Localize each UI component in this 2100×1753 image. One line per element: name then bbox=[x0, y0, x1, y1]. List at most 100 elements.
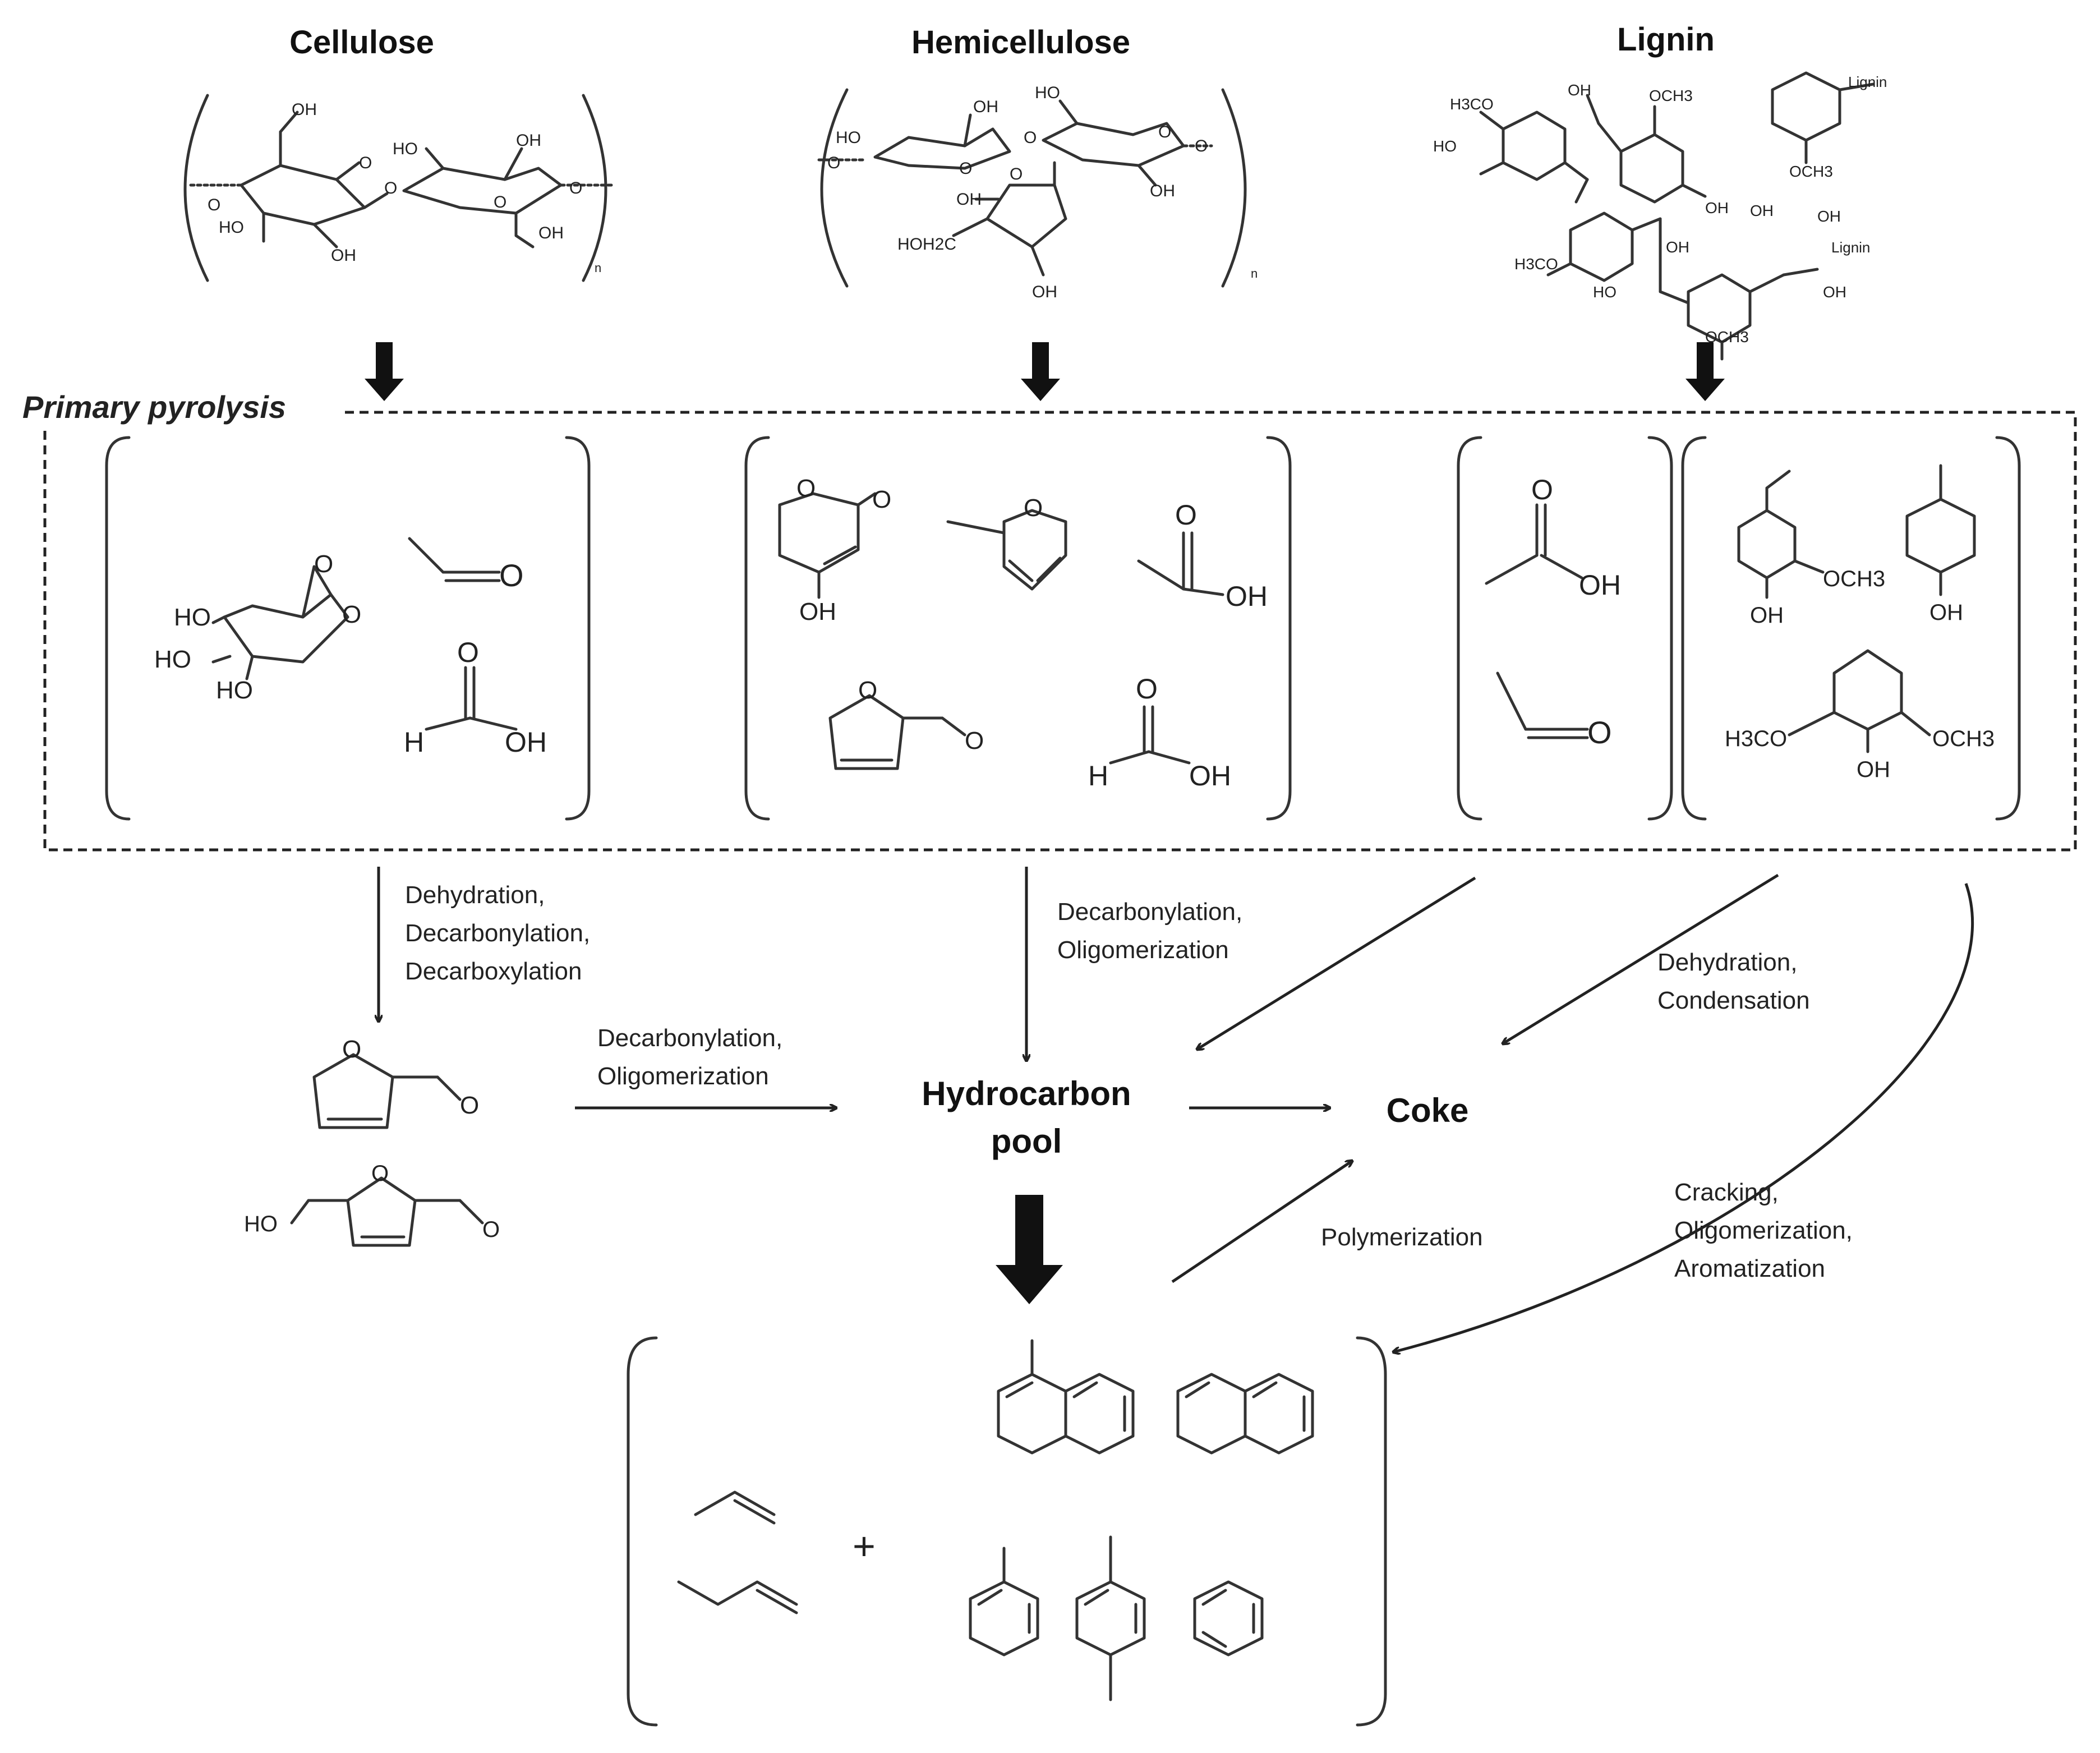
label-hemicellulose-reactions: Decarbonylation, Oligomerization bbox=[1057, 898, 1242, 964]
node-coke: Coke bbox=[1387, 1092, 1469, 1129]
svg-text:H3CO: H3CO bbox=[1450, 95, 1494, 113]
arrow-pool-to-products bbox=[996, 1195, 1063, 1304]
svg-text:O: O bbox=[959, 159, 972, 178]
svg-text:HO: HO bbox=[219, 218, 244, 237]
node-hydrocarbon-pool: Hydrocarbon bbox=[922, 1075, 1131, 1112]
svg-text:OH: OH bbox=[331, 246, 356, 265]
svg-text:OH: OH bbox=[505, 726, 547, 758]
svg-text:+: + bbox=[853, 1524, 876, 1568]
svg-text:Decarbonylation,: Decarbonylation, bbox=[405, 919, 590, 947]
svg-text:O: O bbox=[499, 558, 524, 593]
svg-text:O: O bbox=[1024, 494, 1043, 522]
lignin-primary-phenolics: OH OCH3 OH OH H3CO OCH3 bbox=[1681, 436, 2021, 821]
cellulose-structure: n OH O O HO OH O HO OH O OH O bbox=[183, 94, 613, 282]
svg-text:O: O bbox=[1136, 673, 1158, 705]
svg-text:O: O bbox=[872, 486, 891, 513]
stage-label-primary-pyrolysis: Primary pyrolysis bbox=[22, 389, 286, 425]
svg-text:Oligomerization,: Oligomerization, bbox=[1674, 1217, 1853, 1244]
svg-text:Lignin: Lignin bbox=[1848, 73, 1887, 90]
furan-intermediates: O O O HO O bbox=[244, 1036, 500, 1247]
arrow-aromatics-to-coke bbox=[1171, 1161, 1352, 1283]
svg-text:HO: HO bbox=[393, 140, 418, 158]
arrow-lignin-small-to-pool bbox=[1198, 876, 1476, 1049]
primary-pyrolysis-box bbox=[43, 411, 2077, 852]
svg-text:OH: OH bbox=[1666, 238, 1689, 256]
arrow-lignin-down bbox=[1685, 342, 1725, 401]
svg-text:Cracking,: Cracking, bbox=[1674, 1179, 1779, 1206]
svg-text:OH: OH bbox=[1929, 600, 1963, 625]
svg-text:O: O bbox=[569, 179, 582, 197]
svg-text:Oligomerization: Oligomerization bbox=[1057, 936, 1229, 964]
svg-text:H: H bbox=[1088, 760, 1108, 792]
svg-text:OH: OH bbox=[1150, 182, 1175, 200]
svg-text:HO: HO bbox=[216, 677, 253, 704]
svg-text:HO: HO bbox=[244, 1212, 278, 1236]
svg-text:O: O bbox=[494, 193, 506, 211]
svg-text:OH: OH bbox=[1823, 283, 1846, 301]
svg-text:n: n bbox=[1251, 266, 1258, 280]
svg-text:HO: HO bbox=[1035, 84, 1060, 102]
svg-text:Aromatization: Aromatization bbox=[1674, 1255, 1825, 1282]
svg-text:OH: OH bbox=[1189, 760, 1231, 792]
svg-text:O: O bbox=[460, 1092, 479, 1119]
svg-text:Decarbonylation,: Decarbonylation, bbox=[597, 1024, 782, 1052]
svg-text:OH: OH bbox=[973, 98, 998, 116]
svg-text:Decarbonylation,: Decarbonylation, bbox=[1057, 898, 1242, 926]
svg-text:OH: OH bbox=[1750, 603, 1784, 628]
svg-text:OH: OH bbox=[1705, 199, 1729, 217]
svg-text:O: O bbox=[1010, 165, 1023, 183]
svg-text:O: O bbox=[1175, 499, 1197, 531]
svg-text:O: O bbox=[1195, 137, 1208, 155]
svg-text:OH: OH bbox=[1817, 208, 1841, 225]
svg-text:O: O bbox=[1024, 128, 1037, 147]
heading-hemicellulose: Hemicellulose bbox=[911, 24, 1130, 61]
svg-text:O: O bbox=[796, 475, 816, 502]
svg-text:Dehydration,: Dehydration, bbox=[1657, 949, 1797, 976]
svg-text:O: O bbox=[457, 637, 479, 668]
heading-lignin: Lignin bbox=[1617, 21, 1715, 58]
lignin-structure: H3CO HO OCH3 OH Lignin OCH3 OH OH H3CO O… bbox=[1433, 71, 1887, 361]
svg-text:OH: OH bbox=[292, 100, 317, 119]
label-polymerization: Polymerization bbox=[1321, 1223, 1483, 1251]
svg-text:O: O bbox=[208, 196, 220, 214]
svg-text:OCH3: OCH3 bbox=[1823, 567, 1885, 591]
arrow-cellulose-down bbox=[365, 342, 404, 401]
svg-text:O: O bbox=[482, 1217, 500, 1242]
hemicellulose-structure: n O HO OH O O HO OH O O O OH HOH2C OH bbox=[817, 84, 1258, 301]
svg-text:H: H bbox=[404, 726, 424, 758]
svg-text:O: O bbox=[1158, 123, 1171, 141]
svg-text:Lignin: Lignin bbox=[1831, 239, 1870, 256]
svg-text:O: O bbox=[858, 677, 877, 704]
svg-text:O: O bbox=[359, 154, 372, 172]
svg-text:O: O bbox=[1587, 715, 1612, 750]
heading-cellulose: Cellulose bbox=[289, 24, 434, 61]
svg-text:O: O bbox=[342, 601, 361, 628]
svg-text:HO: HO bbox=[1593, 283, 1617, 301]
svg-text:H3CO: H3CO bbox=[1514, 255, 1558, 273]
arrow-lignin-phenolics-to-coke bbox=[1503, 873, 1779, 1043]
feed-arrows bbox=[365, 342, 1725, 401]
svg-text:O: O bbox=[827, 154, 840, 172]
lignin-primary-small-products: O OH O bbox=[1457, 436, 1673, 821]
svg-text:HO: HO bbox=[1433, 137, 1457, 155]
svg-text:O: O bbox=[371, 1161, 389, 1186]
svg-text:Condensation: Condensation bbox=[1657, 987, 1810, 1014]
svg-text:OH: OH bbox=[538, 224, 564, 242]
svg-text:Dehydration,: Dehydration, bbox=[405, 881, 545, 909]
svg-text:OH: OH bbox=[1750, 202, 1774, 219]
svg-text:OCH3: OCH3 bbox=[1932, 726, 1995, 751]
arrow-lignin-to-products bbox=[1394, 883, 1974, 1352]
label-lignin-to-products-reactions: Cracking, Oligomerization, Aromatization bbox=[1674, 1179, 1853, 1282]
svg-text:OCH3: OCH3 bbox=[1789, 163, 1833, 180]
svg-text:O: O bbox=[965, 727, 984, 754]
svg-text:HO: HO bbox=[836, 128, 861, 147]
svg-text:O: O bbox=[1531, 474, 1553, 505]
label-furans-to-pool-reactions: Decarbonylation, Oligomerization bbox=[597, 1024, 782, 1090]
svg-text:OH: OH bbox=[516, 131, 541, 150]
svg-text:OH: OH bbox=[1579, 569, 1621, 601]
svg-text:HO: HO bbox=[174, 604, 211, 631]
node-hydrocarbon-pool-line2: pool bbox=[991, 1122, 1062, 1160]
label-cellulose-reactions: Dehydration, Decarbonylation, Decarboxyl… bbox=[405, 881, 590, 985]
svg-text:O: O bbox=[384, 179, 397, 197]
